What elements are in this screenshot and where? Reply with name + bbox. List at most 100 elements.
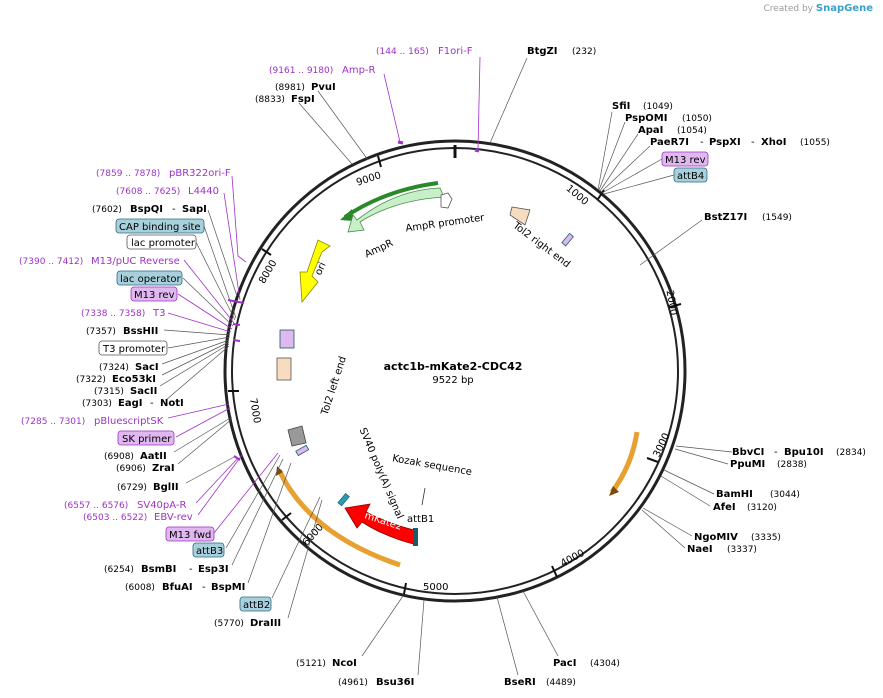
sv40-feature: [287, 425, 307, 447]
box-t3-promoter-label: T3 promoter: [102, 344, 166, 355]
tol2-left-label: Tol2 left end: [319, 355, 349, 417]
site-fspi: FspI: [291, 94, 315, 105]
ring-markers: [227, 140, 480, 461]
site-afei: AfeI: [713, 502, 736, 513]
box-lac-operator-label: lac operator: [120, 274, 181, 285]
site-bstz17i-pos: (1549): [762, 213, 792, 223]
tick-label-5000: 5000: [423, 582, 448, 593]
site-bsu36i-pos: (4961): [338, 678, 368, 688]
site-bamhi-pos: (3044): [770, 490, 800, 500]
primer-ebv-rev-pos: (6503 .. 6522): [83, 513, 147, 523]
site-bbvci: BbvCI: [732, 447, 764, 458]
orange-arc-right: [609, 431, 640, 494]
kozak-marker: [337, 493, 350, 507]
primer-l4440-pos: (7608 .. 7625): [116, 187, 180, 197]
site-bsshii-pos: (7357): [86, 327, 116, 337]
site-bseri: BseRI: [504, 677, 536, 688]
snapgene-brand: Created by SnapGene: [763, 3, 873, 14]
site-bamhi: BamHI: [716, 489, 753, 500]
box-cap-binding-label: CAP binding site: [119, 222, 201, 233]
site-draiii-pos: (5770): [214, 619, 244, 629]
tick-label-1000: 1000: [564, 183, 591, 208]
primer-t3: T3: [152, 308, 165, 319]
site-pspomi: PspOMI: [625, 113, 667, 124]
site-aatii: AatII: [140, 451, 167, 462]
site-afei-pos: (3120): [747, 503, 777, 513]
site-sfii-pos: (1049): [643, 102, 673, 112]
site-eagi-pos: (7303): [82, 399, 112, 409]
sep: -: [700, 137, 704, 148]
box-attb2: [239, 596, 272, 612]
site-aatii-pos: (6908): [104, 452, 134, 462]
site-sacii: SacII: [130, 386, 157, 397]
box-sk-primer: [117, 430, 175, 446]
site-pspomi-pos: (1050): [682, 114, 712, 124]
site-bspqi: BspQI: [130, 204, 163, 215]
box-t3-promoter: [98, 340, 168, 356]
attb1-label: attB1: [407, 514, 434, 525]
tol2-left-marker: [279, 329, 295, 349]
green-primer-arc: [343, 181, 439, 219]
primer-t3-pos: (7338 .. 7358): [81, 309, 145, 319]
attb1-marker: [413, 528, 418, 546]
brand-prefix: Created by: [763, 4, 813, 14]
site-bsu36i: Bsu36I: [376, 677, 414, 688]
site-noti: NotI: [160, 398, 184, 409]
site-btgzi-pos: (232): [572, 47, 596, 57]
site-bglii-pos: (6729): [117, 483, 147, 493]
site-eagi: EagI: [118, 398, 142, 409]
tol2-right-label: Tol2 right end: [510, 220, 572, 271]
site-group-left: DraIII (5770) attB2 BfuAI - BspMI (6008)…: [19, 46, 481, 629]
primer-pbluescriptsk-pos: (7285 .. 7301): [21, 417, 85, 427]
site-paer7i: PaeR7I: [650, 137, 689, 148]
site-xhoi: XhoI: [761, 137, 786, 148]
ampr-label: AmpR: [363, 238, 395, 261]
sep: -: [150, 398, 154, 409]
tol2-left-feature: [276, 357, 292, 381]
orange-arc-left-head: [276, 466, 283, 476]
box-attb2-label: attB2: [243, 600, 270, 611]
primer-f1ori-f-pos: (144 .. 165): [376, 47, 429, 57]
site-bspmi: BspMI: [211, 582, 245, 593]
site-zrai: ZraI: [152, 463, 175, 474]
site-paci-pos: (4304): [590, 659, 620, 669]
site-bpu10i: Bpu10I: [784, 447, 824, 458]
site-ppumi-pos: (2838): [777, 460, 807, 470]
site-apai: ApaI: [638, 125, 663, 136]
primer-pbluescriptsk: pBluescriptSK: [94, 416, 164, 427]
primer-sv40pa-r: SV40pA-R: [137, 500, 186, 511]
primer-m13-puc-pos: (7390 .. 7412): [19, 257, 83, 267]
site-naei-pos: (3337): [727, 545, 757, 555]
site-eco53ki: Eco53kI: [112, 374, 156, 385]
sep: -: [172, 204, 176, 215]
site-group-right: BtgZI (232) SfiI (1049) PspOMI (1050) Ap…: [296, 46, 866, 688]
primer-sv40pa-r-pos: (6557 .. 6576): [64, 501, 128, 511]
site-fspi-pos: (8833): [255, 95, 285, 105]
box-m13fwd: [165, 526, 215, 542]
box-cap-binding: [115, 218, 205, 234]
site-ngomiv-pos: (3335): [751, 533, 781, 543]
site-draiii: DraIII: [250, 618, 281, 629]
kozak-leader: [421, 487, 426, 506]
green-arc-head: [340, 209, 353, 221]
site-bspqi-pos: (7602): [92, 205, 122, 215]
primer-amp-r: Amp-R: [342, 65, 376, 76]
brand-name: SnapGene: [815, 3, 873, 14]
site-pvui: PvuI: [311, 82, 336, 93]
backbone-outer: [223, 139, 687, 603]
box-m13rev-right: [661, 151, 709, 167]
sep: -: [774, 447, 778, 458]
box-m13rev-right-label: M13 rev: [665, 155, 706, 166]
site-eco53ki-pos: (7322): [76, 375, 106, 385]
site-bsshii: BssHII: [123, 326, 158, 337]
tick-label-2000: 2000: [664, 289, 679, 316]
sep: -: [189, 564, 193, 575]
ampr-promoter-feature: [440, 192, 453, 209]
site-saci-pos: (7324): [99, 363, 129, 373]
primer-pbr322ori-f: pBR322ori-F: [169, 168, 231, 179]
site-sacii-pos: (7315): [94, 387, 124, 397]
site-bstz17i: BstZ17I: [704, 212, 747, 223]
box-m13rev-left-label: M13 rev: [134, 290, 175, 301]
site-sapi: SapI: [182, 204, 207, 215]
site-bsmbi-pos: (6254): [104, 565, 134, 575]
